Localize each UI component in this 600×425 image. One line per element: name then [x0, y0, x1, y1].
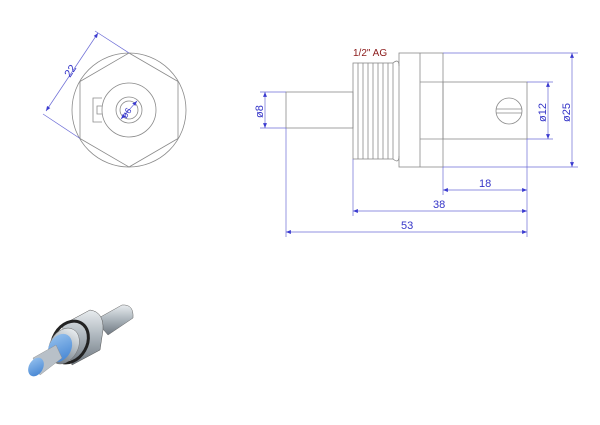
isometric-render [28, 304, 134, 377]
thread-lines [357, 63, 389, 159]
dim-bore: ø6 [119, 106, 133, 120]
dim-shaft: ø8 [254, 105, 266, 118]
side-view: 1/2" AG ø8 ø12 ø25 18 38 53 [254, 48, 578, 237]
hex-body [398, 52, 444, 168]
screw-slot [496, 108, 522, 114]
dim-tip-length: 18 [479, 178, 491, 190]
dim-line-bore [120, 100, 138, 120]
front-view: 22 ø6 [42, 30, 187, 168]
dim-body-length: 38 [433, 199, 445, 211]
extension-line [42, 113, 81, 139]
thread-label: 1/2" AG [353, 48, 387, 59]
thread-chamfer [392, 60, 400, 162]
dim-body: ø25 [561, 103, 573, 122]
extension-line [94, 30, 130, 54]
render-shaft-face [28, 357, 44, 377]
shaft [285, 91, 354, 129]
shaft-circle [115, 96, 143, 124]
screw-slot [92, 97, 102, 123]
dim-across-flats: 22 [62, 63, 79, 80]
dim-line-22 [45, 32, 99, 112]
tip [442, 81, 528, 140]
render-tip [94, 304, 134, 336]
dim-total-length: 53 [401, 220, 413, 232]
tip-circle [101, 82, 157, 138]
dim-tip: ø12 [537, 103, 549, 122]
screw-head [495, 97, 523, 125]
